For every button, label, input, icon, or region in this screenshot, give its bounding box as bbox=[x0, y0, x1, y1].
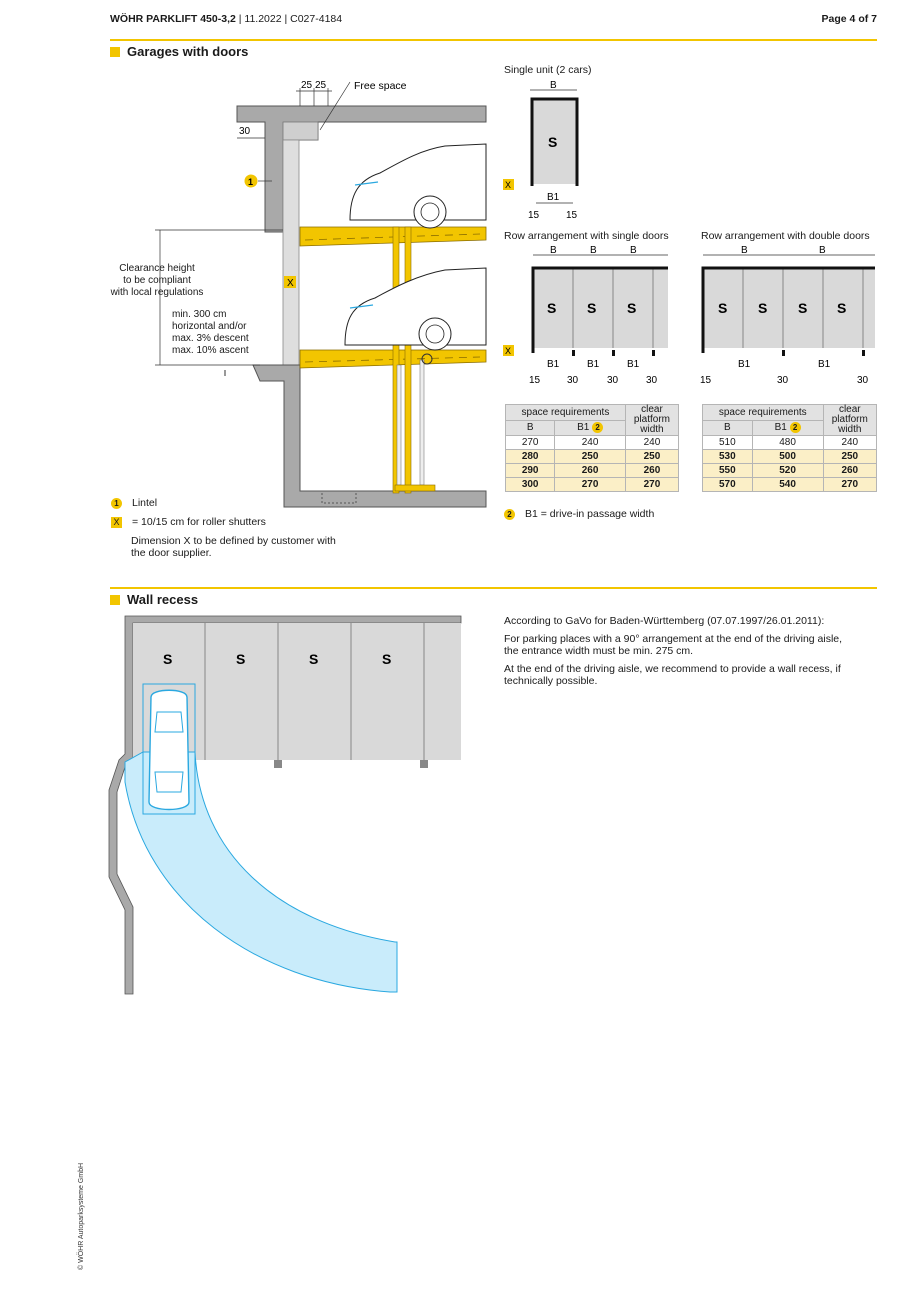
single-unit-plan: B S X B1 15 15 bbox=[503, 80, 579, 221]
section-marker-icon bbox=[110, 46, 120, 57]
marker-x: X bbox=[287, 278, 294, 289]
svg-text:B1: B1 bbox=[627, 359, 640, 370]
product-name: WÖHR PARKLIFT 450-3,2 bbox=[110, 13, 236, 25]
svg-text:B1: B1 bbox=[587, 359, 600, 370]
single-15-right: 15 bbox=[566, 210, 578, 221]
svg-text:X: X bbox=[505, 180, 511, 190]
single-b: B bbox=[550, 80, 557, 91]
free-space-label: Free space bbox=[354, 80, 407, 92]
svg-text:B: B bbox=[550, 245, 557, 256]
dim-25-left: 25 bbox=[301, 80, 313, 91]
document-header: WÖHR PARKLIFT 450-3,2 | 11.2022 | C027-4… bbox=[110, 13, 342, 25]
svg-text:30: 30 bbox=[646, 375, 658, 386]
single-s: S bbox=[548, 134, 557, 150]
svg-text:S: S bbox=[837, 300, 846, 316]
svg-text:S: S bbox=[587, 300, 596, 316]
row-double-title: Row arrangement with double doors bbox=[701, 230, 870, 242]
legend-lintel: 1 Lintel bbox=[111, 497, 157, 509]
svg-text:15: 15 bbox=[529, 375, 541, 386]
single-unit-title: Single unit (2 cars) bbox=[504, 64, 592, 76]
svg-text:B1: B1 bbox=[738, 359, 751, 370]
svg-text:30: 30 bbox=[607, 375, 619, 386]
space-s-3: S bbox=[309, 651, 318, 667]
svg-text:X: X bbox=[505, 346, 511, 356]
svg-text:S: S bbox=[798, 300, 807, 316]
single-15-left: 15 bbox=[528, 210, 540, 221]
dim-25-right: 25 bbox=[315, 80, 327, 91]
garage-section-drawing: 25 25 Free space 30 1 X bbox=[155, 80, 487, 508]
space-s-2: S bbox=[236, 651, 245, 667]
legend-x: X = 10/15 cm for roller shutters bbox=[111, 516, 266, 528]
table-single-doors: space requirements clear platform width … bbox=[504, 404, 680, 492]
dim-30: 30 bbox=[239, 126, 251, 137]
svg-text:B: B bbox=[630, 245, 637, 256]
svg-text:30: 30 bbox=[857, 375, 869, 386]
svg-text:B: B bbox=[741, 245, 748, 256]
table-double-doors: space requirements clear platform width … bbox=[702, 404, 878, 492]
space-s-4: S bbox=[382, 651, 391, 667]
footnote-b1: 2 B1 = drive-in passage width bbox=[504, 508, 654, 520]
min-height-note: min. 300 cm horizontal and/or max. 3% de… bbox=[172, 309, 249, 356]
clearance-note: Clearance height to be compliant with lo… bbox=[110, 263, 204, 298]
svg-text:B1: B1 bbox=[818, 359, 831, 370]
section-divider bbox=[110, 39, 877, 41]
svg-text:B1: B1 bbox=[547, 359, 560, 370]
svg-text:30: 30 bbox=[567, 375, 579, 386]
svg-text:B: B bbox=[590, 245, 597, 256]
single-b1: B1 bbox=[547, 192, 560, 203]
svg-text:B: B bbox=[819, 245, 826, 256]
svg-text:15: 15 bbox=[700, 375, 712, 386]
space-s-1: S bbox=[163, 651, 172, 667]
section-marker-icon bbox=[110, 594, 120, 605]
copyright-text: © WÖHR Autoparksysteme GmbH bbox=[78, 1162, 85, 1270]
svg-text:S: S bbox=[547, 300, 556, 316]
svg-text:S: S bbox=[758, 300, 767, 316]
row-single-plan: B B B S S S X B1 B1 B1 15 30 30 30 bbox=[503, 245, 668, 386]
svg-text:S: S bbox=[627, 300, 636, 316]
wall-recess-note: According to GaVo for Baden-Württemberg … bbox=[504, 615, 843, 687]
legend-x-note: Dimension X to be defined by customer wi… bbox=[131, 535, 336, 559]
section-divider bbox=[110, 587, 877, 589]
header-meta: | 11.2022 | C027-4184 bbox=[235, 13, 343, 25]
section-title-wall-recess: Wall recess bbox=[110, 592, 198, 607]
page-number: Page 4 of 7 bbox=[821, 13, 877, 25]
row-single-title: Row arrangement with single doors bbox=[504, 230, 669, 242]
section-title-garages: Garages with doors bbox=[110, 44, 248, 59]
wall-recess-plan: S S S S bbox=[108, 615, 462, 995]
svg-text:S: S bbox=[718, 300, 727, 316]
marker-1: 1 bbox=[248, 177, 253, 187]
svg-text:30: 30 bbox=[777, 375, 789, 386]
row-double-plan: B B S S S S B1 B1 15 30 30 bbox=[700, 245, 875, 386]
